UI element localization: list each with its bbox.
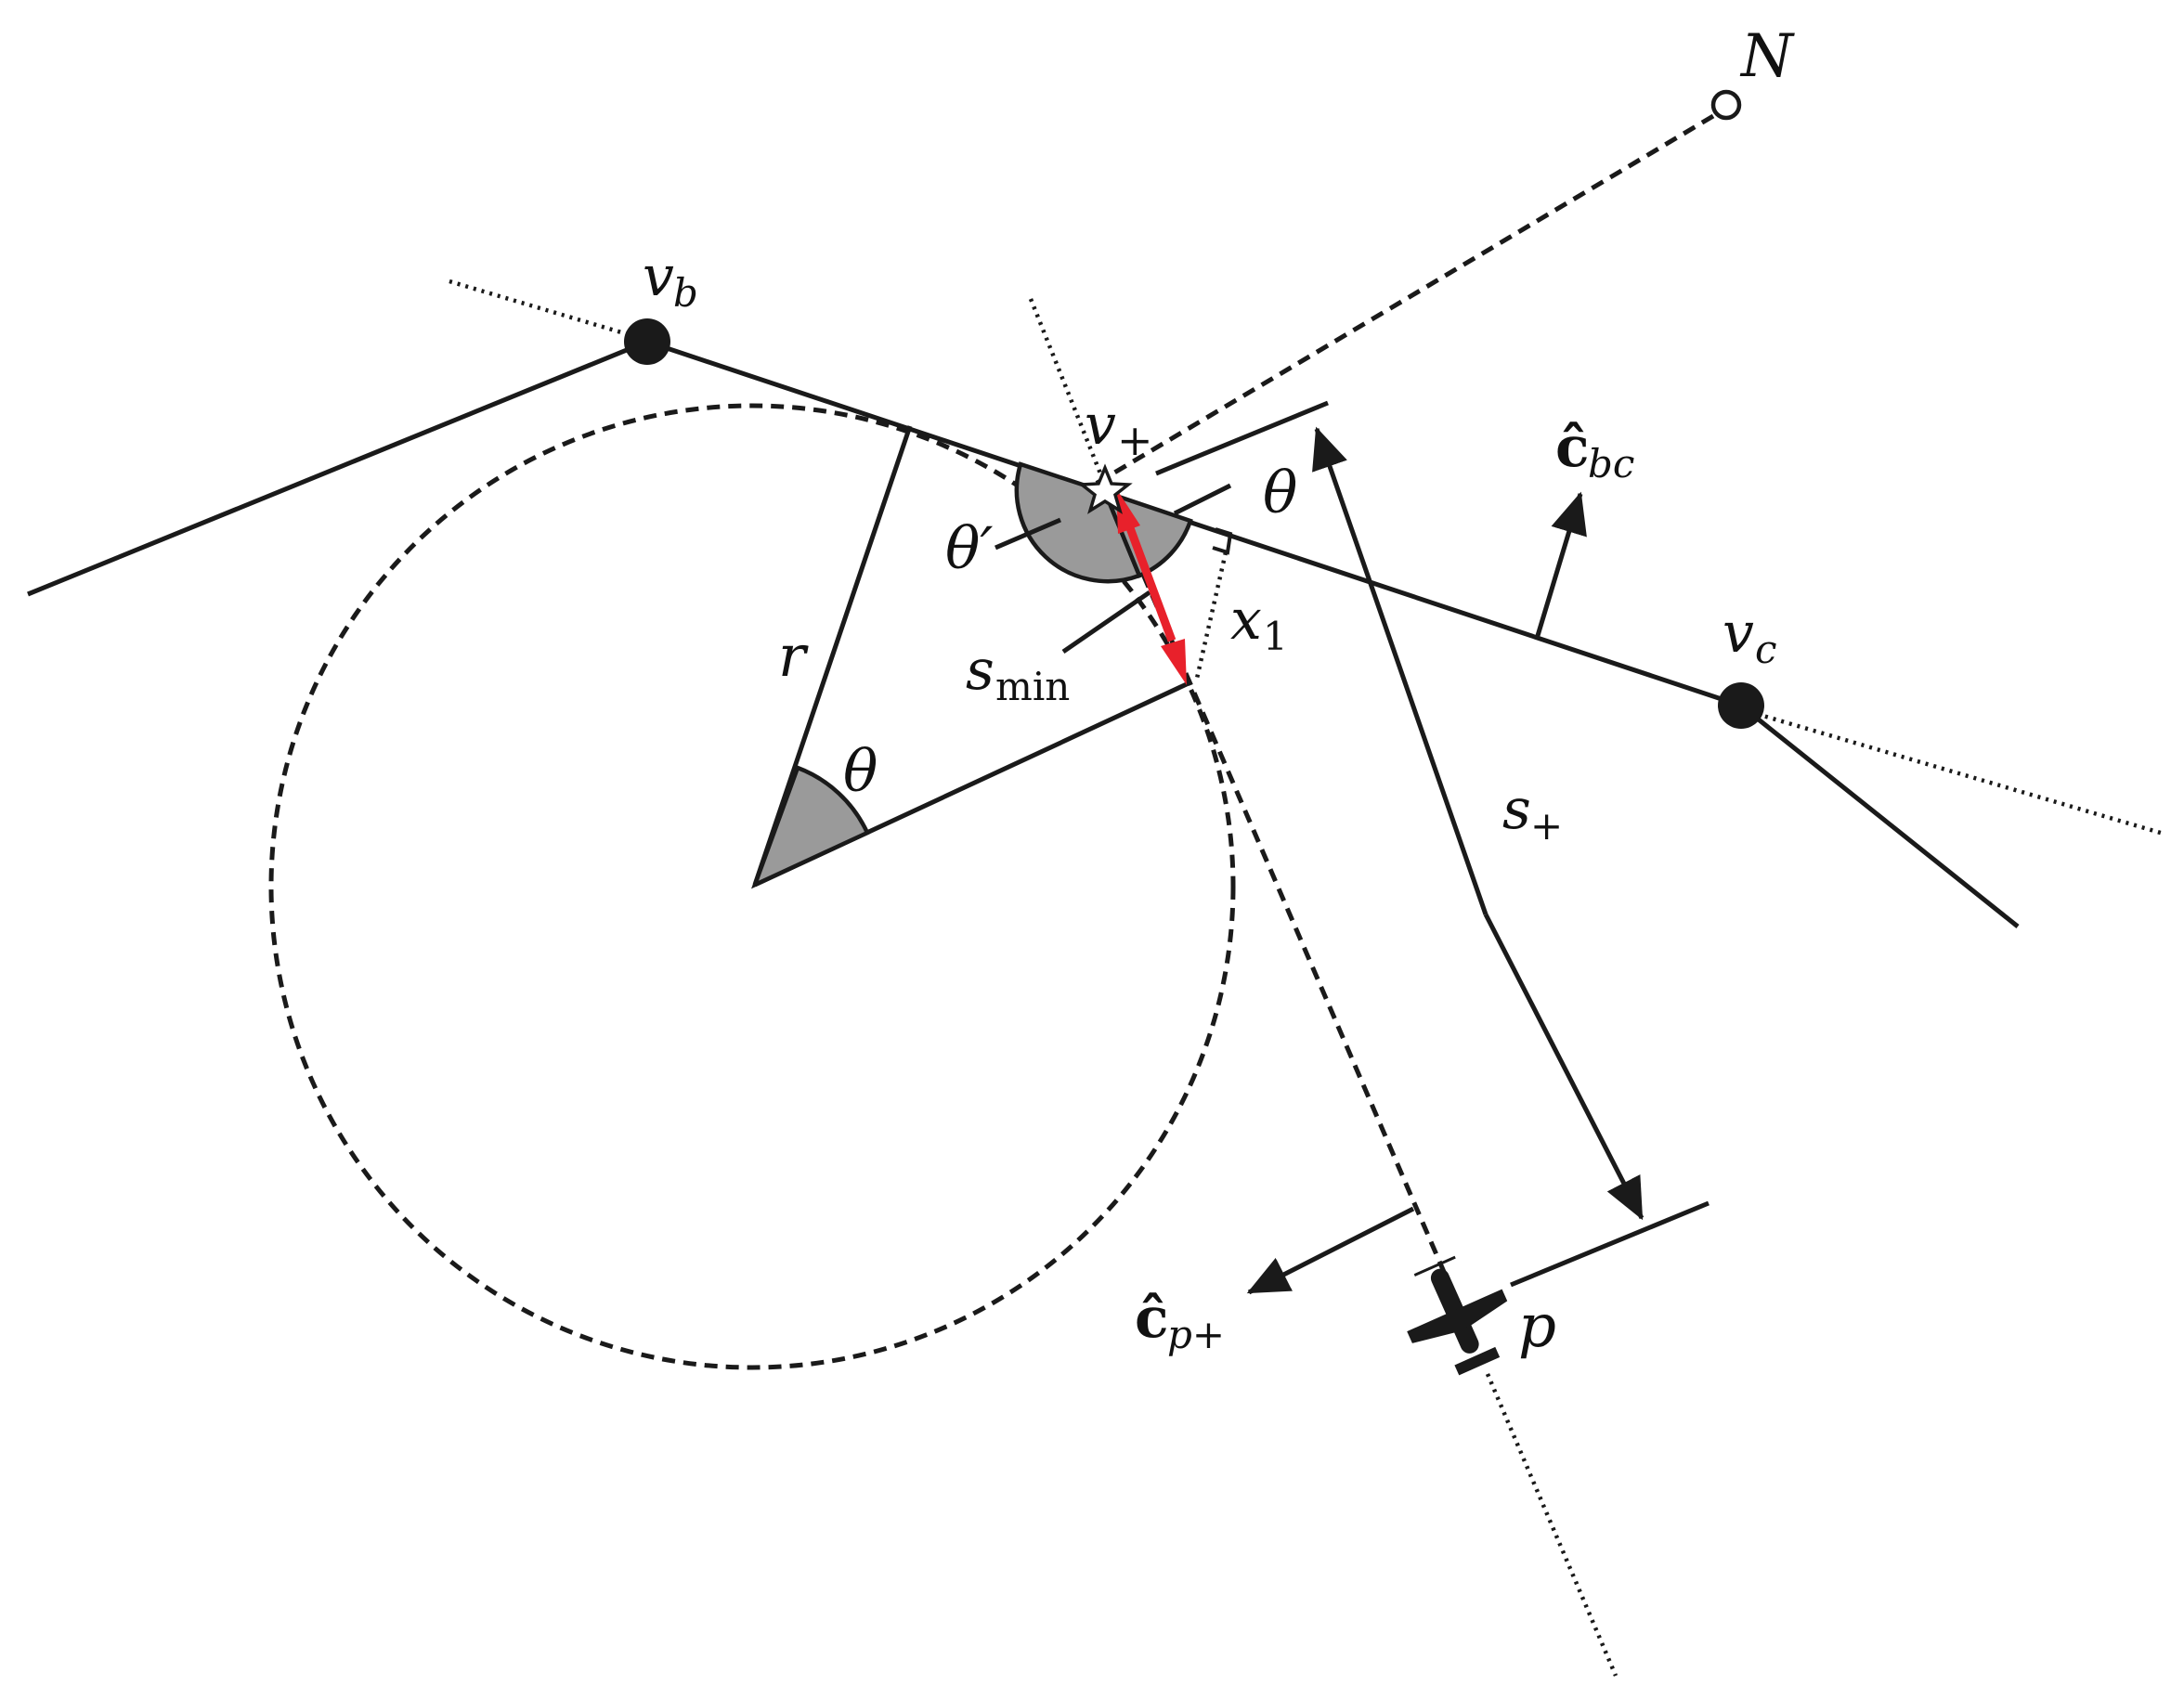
segment-bc-extension-left xyxy=(448,279,647,343)
svg-text:bc: bc xyxy=(1588,441,1634,486)
aircraft-position-label: p xyxy=(1518,1292,1556,1361)
theta-center-label: θ xyxy=(843,737,878,805)
svg-text:c: c xyxy=(1755,627,1777,672)
radius-label: r xyxy=(778,622,809,690)
svg-text:s: s xyxy=(1502,777,1531,842)
svg-text:+: + xyxy=(1117,415,1153,465)
splus-label: s + xyxy=(1502,777,1563,849)
aircraft-track-dotted-lower xyxy=(1485,1373,1618,1677)
svg-text:v: v xyxy=(1085,393,1116,458)
cbc-label: ĉ bc xyxy=(1555,415,1634,486)
vplus-label: v + xyxy=(1085,393,1153,465)
perpendicular-dotted xyxy=(1193,551,1228,683)
splus-dimension-arrow-up xyxy=(1312,426,1488,915)
svg-text:min: min xyxy=(995,664,1070,709)
path-segment-cd xyxy=(1739,704,2020,928)
cbc-normal-arrow xyxy=(1534,491,1587,640)
north-direction-line xyxy=(1080,113,1715,495)
vc-label: v c xyxy=(1722,601,1777,672)
svg-text:ĉ: ĉ xyxy=(1555,415,1590,480)
splus-top-extension xyxy=(1155,400,1329,476)
path-segment-ab xyxy=(27,339,648,597)
splus-dimension-arrow-down xyxy=(1483,913,1644,1221)
svg-text:x: x xyxy=(1230,588,1262,653)
theta-angle-wedge-center xyxy=(751,765,870,889)
theta-prime-leader xyxy=(994,517,1061,551)
splus-bottom-extension xyxy=(1510,1200,1710,1288)
svg-text:+: + xyxy=(1530,803,1563,849)
svg-text:p+: p+ xyxy=(1167,1312,1225,1357)
waypoint-vb-icon xyxy=(624,318,670,365)
target-star-icon xyxy=(1077,463,1133,514)
x1-label: x 1 xyxy=(1230,588,1288,659)
segment-bc xyxy=(646,339,1742,708)
north-point-icon xyxy=(1710,89,1742,121)
cp-plus-label: ĉ p+ xyxy=(1135,1286,1225,1357)
svg-text:v: v xyxy=(643,244,674,309)
svg-text:s: s xyxy=(966,638,994,703)
aircraft-airplane-icon xyxy=(1407,1255,1508,1376)
smin-double-arrow xyxy=(1116,488,1187,685)
svg-text:ĉ: ĉ xyxy=(1135,1286,1169,1351)
theta-right-leader xyxy=(1173,483,1232,516)
svg-text:v: v xyxy=(1722,601,1754,666)
theta-prime-label: θ′ xyxy=(945,514,993,582)
smin-leader xyxy=(1061,590,1151,655)
right-angle-marker xyxy=(1212,527,1233,555)
turn-circle xyxy=(268,403,1236,1370)
smin-label: s min xyxy=(966,638,1070,709)
vb-label: v b xyxy=(643,244,698,316)
north-label: N xyxy=(1739,22,1795,91)
waypoint-vc-icon xyxy=(1718,682,1764,729)
segment-bc-extension-right xyxy=(1740,706,2164,836)
aircraft-track-dotted-upper xyxy=(1028,298,1103,474)
theta-prime-angle-wedge xyxy=(1014,461,1142,584)
cp-plus-arrow xyxy=(1246,1206,1415,1295)
svg-text:1: 1 xyxy=(1263,614,1288,659)
svg-text:b: b xyxy=(673,270,698,316)
theta-right-label: θ xyxy=(1263,459,1297,526)
